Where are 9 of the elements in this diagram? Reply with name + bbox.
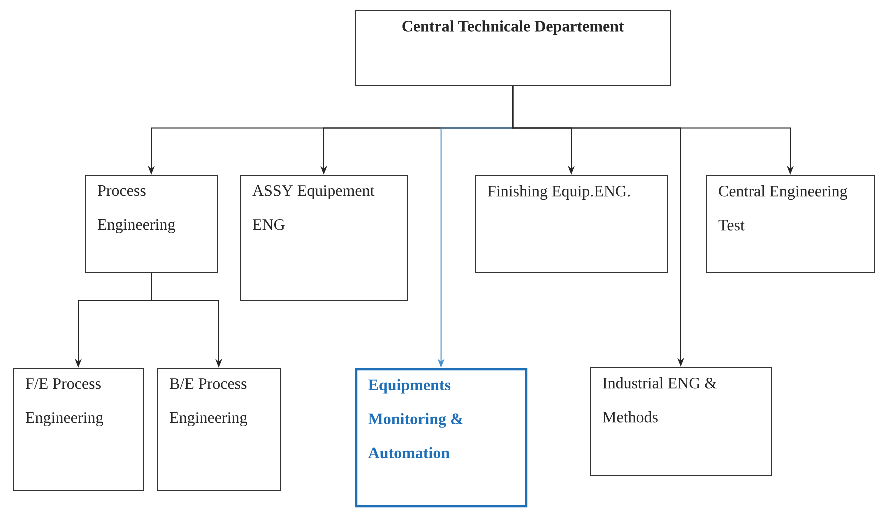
unit-box: ASSY Equipement ENG: [240, 175, 408, 301]
unit-box: Finishing Equip.ENG.: [475, 175, 668, 273]
unit-box: Process Engineering: [85, 175, 218, 273]
department-box: Central Technicale Departement: [355, 10, 672, 86]
highlighted-unit-box: Equipments Monitoring & Automation: [355, 368, 528, 508]
unit-box: B/E Process Engineering: [157, 368, 281, 491]
unit-box: Industrial ENG & Methods: [590, 367, 772, 476]
unit-box: F/E Process Engineering: [13, 368, 144, 491]
unit-box: Central Engineering Test: [706, 175, 875, 273]
